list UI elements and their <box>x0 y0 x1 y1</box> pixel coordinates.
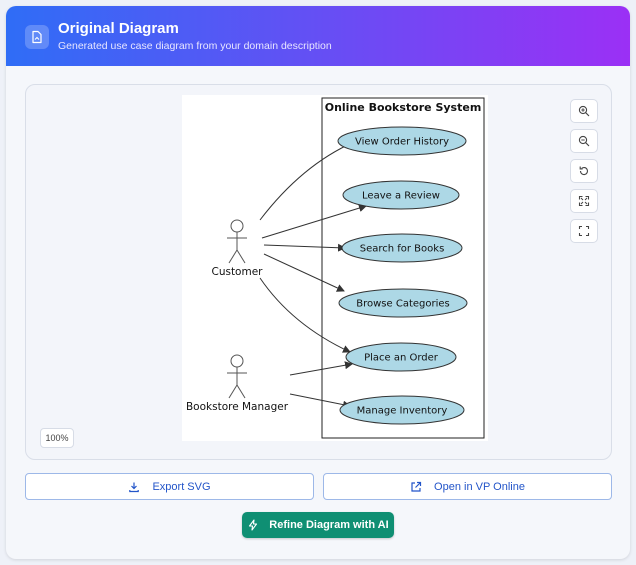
export-svg-label: Export SVG <box>152 480 211 493</box>
fit-view-button[interactable] <box>570 189 598 213</box>
zoom-in-icon <box>578 105 590 117</box>
fit-icon <box>578 195 590 207</box>
page-title: Original Diagram <box>58 20 179 37</box>
external-link-icon <box>411 481 422 492</box>
page-subtitle: Generated use case diagram from your dom… <box>58 40 332 52</box>
assoc-customer-leave-review <box>261 204 367 239</box>
zoom-out-button[interactable] <box>570 129 598 153</box>
svg-text:Search for Books: Search for Books <box>360 244 445 255</box>
diagram-file-icon <box>25 25 49 49</box>
actor-manager-figure <box>227 354 247 399</box>
reset-view-button[interactable] <box>570 159 598 183</box>
svg-text:View Order History: View Order History <box>355 137 449 148</box>
use-case-browse-categories[interactable]: Browse Categories <box>338 288 468 318</box>
diagram-canvas[interactable]: Online Bookstore System <box>25 84 612 460</box>
fullscreen-button[interactable] <box>570 219 598 243</box>
open-vp-online-label: Open in VP Online <box>434 480 525 493</box>
svg-text:Place an Order: Place an Order <box>364 353 439 364</box>
actor-customer-label: Customer <box>211 266 263 278</box>
zoom-in-button[interactable] <box>570 99 598 123</box>
use-case-view-order-history[interactable]: View Order History <box>337 126 467 156</box>
use-case-manage-inventory[interactable]: Manage Inventory <box>339 395 465 425</box>
zoom-level: 100% <box>40 428 74 448</box>
system-name: Online Bookstore System <box>325 101 482 114</box>
refine-diagram-button[interactable]: Refine Diagram with AI <box>242 512 394 538</box>
header: Original Diagram Generated use case diag… <box>6 6 630 66</box>
export-svg-button[interactable]: Export SVG <box>25 473 314 500</box>
diagram-card: Original Diagram Generated use case diag… <box>6 6 630 559</box>
system-boundary <box>321 97 485 439</box>
svg-text:Leave a Review: Leave a Review <box>362 191 440 202</box>
download-icon <box>129 482 140 492</box>
assoc-customer-search-books <box>263 243 346 252</box>
use-case-place-order[interactable]: Place an Order <box>345 342 457 372</box>
zoom-out-icon <box>578 135 590 147</box>
assoc-manager-place-order <box>289 361 353 376</box>
actor-manager-label: Bookstore Manager <box>186 401 289 413</box>
use-case-leave-review[interactable]: Leave a Review <box>342 180 460 210</box>
open-vp-online-button[interactable]: Open in VP Online <box>323 473 612 500</box>
fullscreen-icon <box>578 225 590 237</box>
use-case-search-books[interactable]: Search for Books <box>341 233 463 263</box>
svg-text:Manage Inventory: Manage Inventory <box>357 406 448 417</box>
svg-text:Browse Categories: Browse Categories <box>356 299 450 310</box>
associations <box>259 141 367 409</box>
use-case-diagram[interactable]: Online Bookstore System <box>182 95 488 441</box>
assoc-customer-view-order-history <box>259 141 355 221</box>
refine-diagram-label: Refine Diagram with AI <box>269 519 389 531</box>
reset-icon <box>579 166 588 176</box>
assoc-customer-place-order <box>259 277 351 353</box>
assoc-customer-browse-categories <box>263 253 345 292</box>
lightning-icon <box>249 519 258 531</box>
actor-customer-figure <box>227 219 247 264</box>
assoc-manager-manage-inventory <box>289 393 351 409</box>
